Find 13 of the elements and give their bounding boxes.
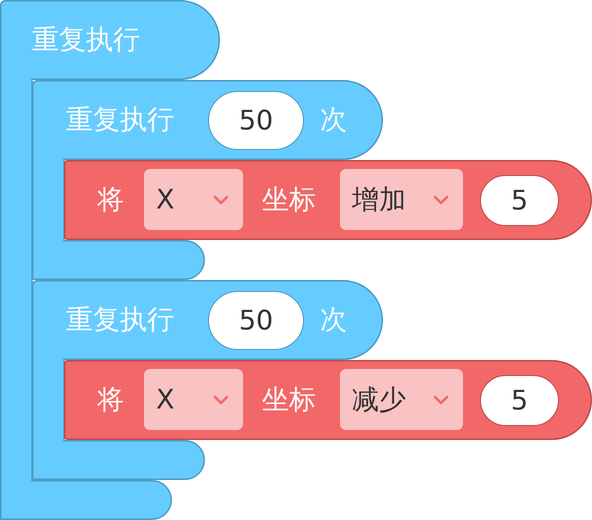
dropdown-menu: X [144, 369, 243, 430]
block-label: 将 [97, 186, 124, 214]
dropdown-menu: X [144, 169, 243, 230]
block-label: 将 [97, 386, 124, 414]
dropdown-menu: 增加 [340, 169, 463, 230]
block-label: 重复执行 [66, 106, 174, 134]
block-label: 次 [320, 106, 347, 134]
block-label: 坐标 [262, 386, 316, 414]
block-label: 坐标 [262, 186, 316, 214]
block-label: 重复执行 [32, 26, 140, 54]
block-label: 重复执行 [66, 306, 174, 334]
dropdown-menu: 减少 [340, 369, 463, 430]
block-label: 次 [320, 306, 347, 334]
